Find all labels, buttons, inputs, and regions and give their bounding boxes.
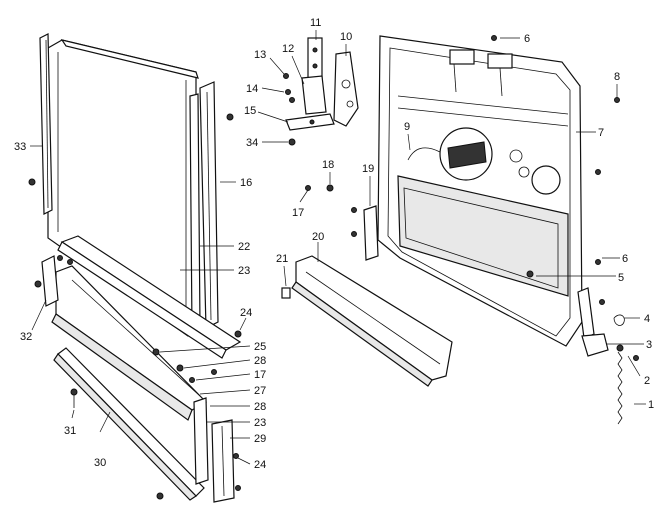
callout-16: 16 xyxy=(240,177,252,189)
side-trim-strip-33 xyxy=(28,33,53,215)
callout-labels: 1 2 3 4 5 6 6 7 8 9 10 11 12 13 14 15 16… xyxy=(14,17,654,471)
inner-door-liner xyxy=(377,35,583,347)
callout-28-lower: 28 xyxy=(254,401,266,413)
callout-4: 4 xyxy=(644,313,650,325)
callout-6-right: 6 xyxy=(622,253,628,265)
clip-21 xyxy=(281,287,291,299)
trim-piece-29 xyxy=(211,419,235,503)
hinge-link-15 xyxy=(285,113,335,131)
callout-18: 18 xyxy=(322,159,334,171)
inner-strip-22 xyxy=(189,93,201,331)
callout-32: 32 xyxy=(20,331,32,343)
hinge-arm-10 xyxy=(333,51,359,127)
callout-10: 10 xyxy=(340,31,352,43)
callout-21: 21 xyxy=(276,253,288,265)
callout-23-lower: 23 xyxy=(254,417,266,429)
callout-24-upper: 24 xyxy=(240,307,252,319)
hinge-bracket-11 xyxy=(307,37,323,81)
callout-23-upper: 23 xyxy=(238,265,250,277)
callout-30: 30 xyxy=(94,457,106,469)
callout-33: 33 xyxy=(14,141,26,153)
callout-28-upper: 28 xyxy=(254,355,266,367)
callout-29: 29 xyxy=(254,433,266,445)
bracket-32 xyxy=(34,255,59,307)
callout-1: 1 xyxy=(648,399,654,411)
callout-9: 9 xyxy=(404,121,410,133)
callout-11: 11 xyxy=(310,17,321,29)
callout-14: 14 xyxy=(246,83,258,95)
callout-22: 22 xyxy=(238,241,250,253)
callout-3: 3 xyxy=(646,339,652,351)
callout-2: 2 xyxy=(644,375,650,387)
callout-17-lower: 17 xyxy=(254,369,266,381)
callout-24-lower: 24 xyxy=(254,459,266,471)
latch-bracket-19 xyxy=(351,205,379,261)
right-trim-strip-16 xyxy=(199,81,234,329)
screw-parts xyxy=(57,255,242,500)
callout-15: 15 xyxy=(244,105,256,117)
trim-piece-23b xyxy=(193,397,209,485)
callout-19: 19 xyxy=(362,163,374,175)
callout-17-upper: 17 xyxy=(292,207,304,219)
callout-25: 25 xyxy=(254,341,266,353)
leader-lines xyxy=(30,30,646,465)
callout-27: 27 xyxy=(254,385,266,397)
callout-5: 5 xyxy=(618,272,624,284)
callout-13: 13 xyxy=(254,49,266,61)
callout-12: 12 xyxy=(282,43,294,55)
callout-7: 7 xyxy=(598,127,604,139)
kick-plate-lower-30 xyxy=(53,347,205,501)
callout-20: 20 xyxy=(312,231,324,243)
callout-34: 34 xyxy=(246,137,258,149)
callout-6-top: 6 xyxy=(524,33,530,45)
callout-31: 31 xyxy=(64,425,76,437)
callout-8: 8 xyxy=(614,71,620,83)
kick-plate-front xyxy=(51,265,207,421)
hinge-screws xyxy=(283,73,334,192)
hinge-plate-12 xyxy=(301,75,327,115)
trim-bar-20 xyxy=(291,255,453,387)
kick-plate-upper xyxy=(57,235,242,359)
door-hinge-spring-assembly xyxy=(491,35,639,425)
